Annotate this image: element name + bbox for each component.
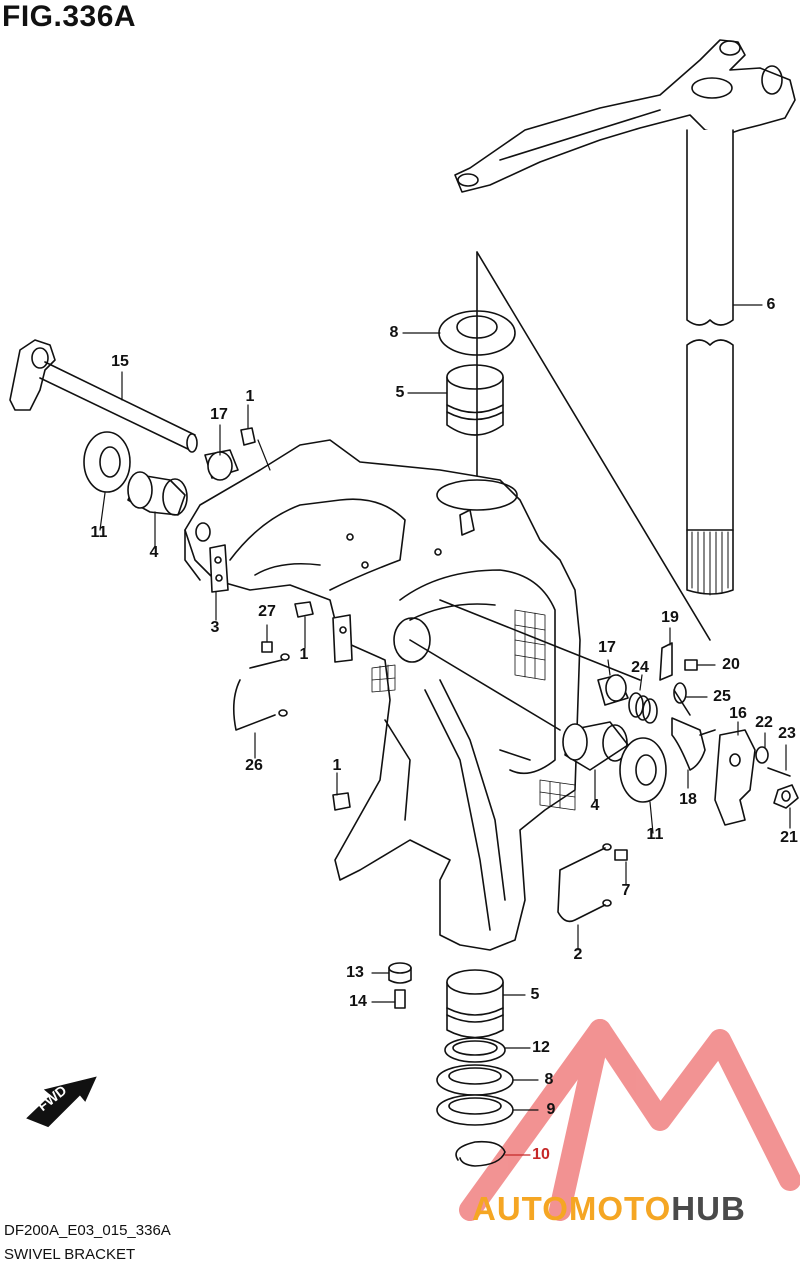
callout-c20: 20 bbox=[722, 656, 740, 673]
callout-c11a: 11 bbox=[90, 524, 108, 541]
screw-14 bbox=[394, 989, 406, 1009]
lever-18 bbox=[671, 717, 716, 771]
callout-c8top: 8 bbox=[389, 324, 399, 341]
callout-c22: 22 bbox=[755, 714, 773, 731]
callout-c15: 15 bbox=[111, 353, 129, 370]
diagram-code: DF200A_E03_015_336A bbox=[4, 1222, 171, 1239]
washer-8-bottom bbox=[436, 1064, 514, 1096]
callout-c5bot: 5 bbox=[530, 986, 540, 1003]
callout-c17a: 17 bbox=[210, 406, 228, 423]
tilt-tube bbox=[9, 339, 198, 453]
callout-c1c: 1 bbox=[332, 757, 342, 774]
cap-13 bbox=[388, 962, 412, 984]
watermark-brand-part1: AUTOMOTO bbox=[472, 1190, 672, 1227]
callout-c11b: 11 bbox=[646, 826, 664, 843]
bushing-17-right bbox=[597, 674, 629, 706]
callout-c25: 25 bbox=[713, 688, 731, 705]
callout-c6: 6 bbox=[766, 296, 776, 313]
bracket-16 bbox=[714, 729, 799, 826]
callout-c12: 12 bbox=[532, 1039, 550, 1056]
callout-c5top: 5 bbox=[395, 384, 405, 401]
diagram-name: SWIVEL BRACKET bbox=[4, 1246, 136, 1263]
callout-c4a: 4 bbox=[149, 544, 159, 561]
callout-c14: 14 bbox=[349, 993, 367, 1010]
bushing-17-left bbox=[204, 449, 239, 481]
ground-cable-2 bbox=[557, 843, 628, 923]
spring-24 bbox=[628, 692, 658, 724]
ring-12 bbox=[444, 1037, 506, 1063]
figure-title: FIG.336A bbox=[2, 0, 137, 33]
watermark-brand: AUTOMOTOHUB bbox=[472, 1190, 746, 1228]
callout-c17b: 17 bbox=[598, 639, 616, 656]
callout-c1a: 1 bbox=[245, 388, 255, 405]
callout-c26: 26 bbox=[245, 757, 263, 774]
callout-c9: 9 bbox=[546, 1101, 556, 1118]
fwd-arrow-icon bbox=[26, 1076, 97, 1128]
bushing-top bbox=[446, 364, 504, 436]
callout-c24: 24 bbox=[631, 659, 649, 676]
callout-c1b: 1 bbox=[299, 646, 309, 663]
lever-19 bbox=[659, 642, 698, 716]
callout-c16: 16 bbox=[729, 705, 747, 722]
callout-c4b: 4 bbox=[590, 797, 600, 814]
circlip-10 bbox=[455, 1140, 506, 1167]
washer-11-left bbox=[83, 431, 131, 493]
callout-c7: 7 bbox=[621, 882, 631, 899]
leader-lines bbox=[99, 304, 791, 1156]
callout-c2: 2 bbox=[573, 946, 583, 963]
callout-c27: 27 bbox=[258, 603, 276, 620]
steering-shaft bbox=[686, 129, 734, 596]
bracket-mid bbox=[332, 614, 353, 663]
bushing-4-left bbox=[127, 471, 188, 516]
callout-c23: 23 bbox=[778, 725, 796, 742]
steering-arm bbox=[454, 39, 796, 193]
bushing-4-right bbox=[562, 721, 629, 771]
bracket-3 bbox=[209, 544, 229, 593]
callout-c3: 3 bbox=[210, 619, 220, 636]
bushing-bottom bbox=[446, 969, 504, 1039]
washer-9 bbox=[436, 1094, 514, 1126]
callout-c8bot: 8 bbox=[544, 1071, 554, 1088]
swivel-bracket-body bbox=[184, 439, 581, 951]
watermark-logo bbox=[459, 1019, 800, 1221]
callout-c18: 18 bbox=[679, 791, 697, 808]
callout-c10: 10 bbox=[532, 1146, 550, 1163]
callout-c21: 21 bbox=[780, 829, 798, 846]
callout-c19: 19 bbox=[661, 609, 679, 626]
ground-cable-26 bbox=[232, 641, 290, 731]
washer-11-right bbox=[619, 737, 667, 803]
watermark-brand-part2: HUB bbox=[671, 1190, 746, 1227]
callout-c13: 13 bbox=[346, 964, 364, 981]
grease-nipple bbox=[240, 427, 351, 811]
